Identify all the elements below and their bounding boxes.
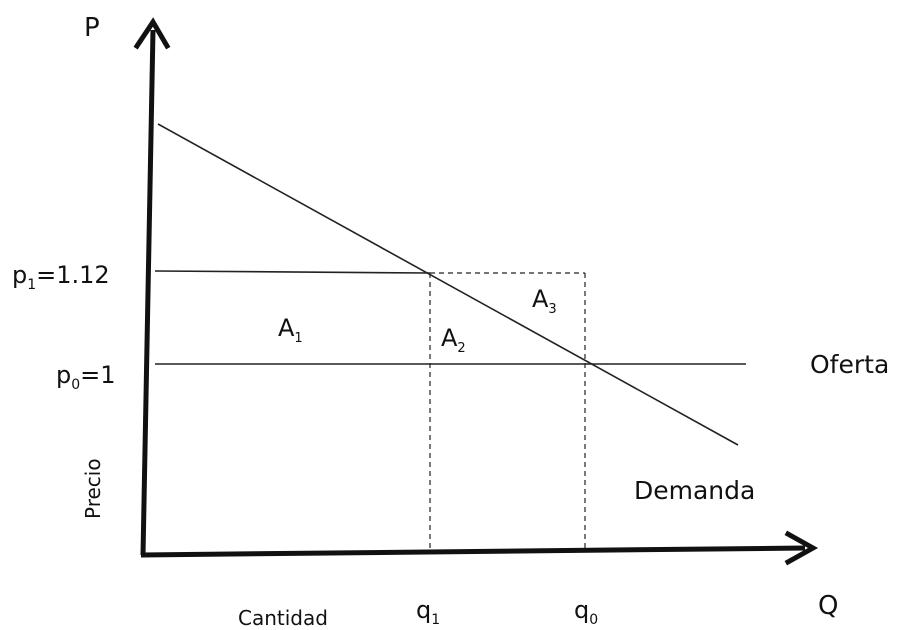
- area-a1-label: A1: [278, 314, 303, 346]
- y-axis-label: P: [84, 13, 100, 43]
- y-axis-arrowhead: [133, 17, 171, 50]
- price-p0-label: p0=1: [56, 361, 116, 393]
- x-axis-title: Cantidad: [238, 606, 328, 630]
- x-axis: [140, 545, 806, 558]
- area-a3-label: A3: [532, 285, 557, 317]
- quantity-q0-label: q0: [574, 596, 598, 628]
- price-p1-line: [154, 270, 431, 274]
- x-axis-arrowhead: [784, 530, 819, 566]
- demand-curve: [157, 123, 739, 446]
- y-axis: [140, 29, 156, 556]
- area-a2-label: A2: [441, 324, 466, 356]
- quantity-q1-label: q1: [416, 596, 440, 628]
- price-p1-label: p1=1.12: [12, 261, 110, 293]
- supply-label: Oferta: [810, 350, 889, 379]
- demand-label: Demanda: [634, 476, 755, 505]
- x-axis-label: Q: [818, 591, 838, 621]
- y-axis-title: Precio: [81, 458, 105, 519]
